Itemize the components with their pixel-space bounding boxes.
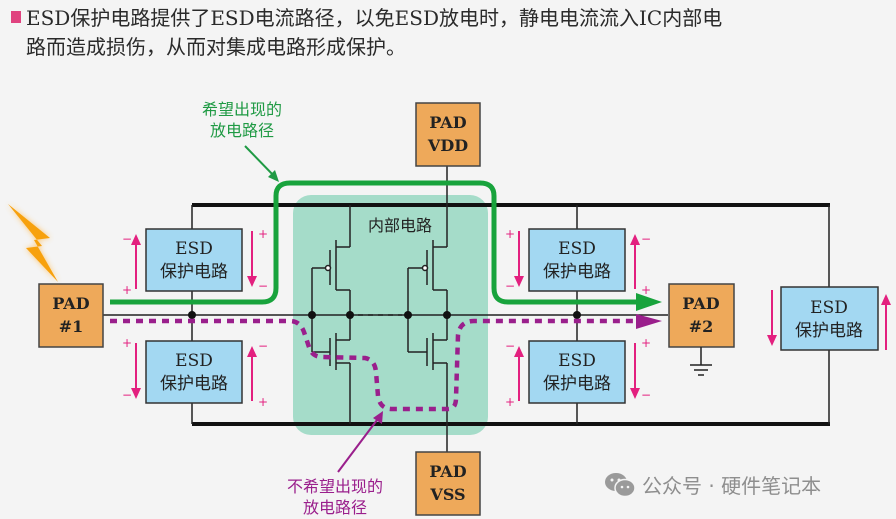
svg-text:−: − [641,388,651,402]
polarity-arrows [131,231,891,401]
svg-text:−: − [505,339,515,353]
pad-2: PAD #2 [668,283,735,348]
svg-text:保护电路: 保护电路 [160,262,228,282]
svg-text:−: − [505,279,515,293]
svg-text:+: + [505,395,515,409]
svg-text:#1: #1 [59,317,84,336]
esd-box-1: ESD 保护电路 [145,228,243,292]
desired-path-label-1: 希望出现的 [202,100,282,119]
svg-text:+: + [641,283,651,297]
esd-box-5: ESD 保护电路 [780,286,879,351]
pad-1: PAD #1 [38,283,104,348]
transistor-group [311,205,448,424]
internal-circuit-label: 内部电路 [368,216,432,235]
svg-text:#2: #2 [689,317,714,336]
svg-text:保护电路: 保护电路 [543,262,611,282]
svg-text:−: − [258,339,268,353]
svg-text:−: − [641,232,651,246]
undesired-path-arrowhead [636,314,662,329]
svg-text:PAD: PAD [429,462,466,481]
esd-box-3: ESD 保护电路 [528,228,626,292]
header-line-2: 路而造成损伤，从而对集成电路形成保护。 [26,35,406,59]
svg-text:ESD: ESD [175,239,213,259]
undesired-path-label-2: 放电路径 [303,498,367,517]
svg-text:ESD: ESD [810,298,848,318]
svg-text:VDD: VDD [427,136,468,155]
desired-path-arrowhead [636,293,662,311]
svg-text:−: − [258,279,268,293]
svg-text:−: − [122,232,132,246]
svg-text:+: + [258,227,268,241]
svg-text:PAD: PAD [429,113,466,132]
undesired-label-pointer [337,415,381,473]
polarity-signs: − + + − + − − + + − − + − + + − [122,227,651,409]
svg-text:PAD: PAD [52,294,89,313]
svg-text:保护电路: 保护电路 [160,374,228,394]
pad-vss: PAD VSS [415,451,481,516]
esd-box-4: ESD 保护电路 [528,340,626,404]
watermark-text: 公众号 · 硬件笔记本 [642,474,822,498]
svg-text:+: + [258,395,268,409]
desired-path-label-2: 放电路径 [210,121,274,140]
undesired-path-label-1: 不希望出现的 [287,477,383,496]
svg-text:PAD: PAD [682,294,719,313]
header-line-1: ESD保护电路提供了ESD电流路径，以免ESD放电时，静电电流流入IC内部电 [26,6,723,30]
svg-text:+: + [122,336,132,350]
watermark: 公众号 · 硬件笔记本 [604,470,821,499]
lightning-icon [8,204,58,282]
svg-text:+: + [122,283,132,297]
esd-box-2: ESD 保护电路 [145,340,243,404]
svg-text:VSS: VSS [429,485,465,504]
svg-text:ESD: ESD [175,351,213,371]
svg-text:保护电路: 保护电路 [795,321,863,341]
desired-label-pointer [244,145,277,179]
svg-text:ESD: ESD [558,351,596,371]
pad-vdd: PAD VDD [415,102,481,167]
bullet-icon [11,11,21,23]
svg-text:ESD: ESD [558,239,596,259]
svg-text:+: + [505,227,515,241]
ground-icon [690,347,712,376]
desired-discharge-path [110,180,640,305]
svg-text:−: − [122,388,132,402]
svg-text:+: + [641,336,651,350]
svg-text:保护电路: 保护电路 [543,374,611,394]
wechat-icon [605,472,636,497]
